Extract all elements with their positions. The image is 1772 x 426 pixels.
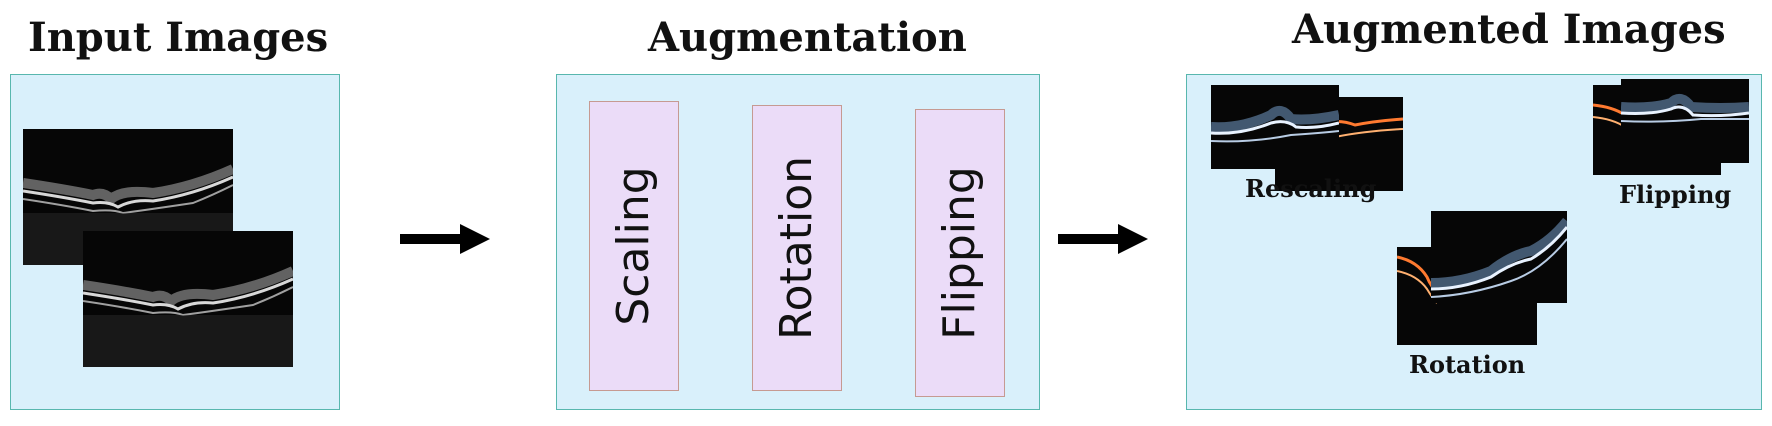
augmented-images-panel: Rescaling Flipping Rotation [1186,74,1762,410]
flipped-oct-image [1621,79,1749,163]
rescaled-oct-image [1211,85,1339,169]
rotation-label: Rotation [1409,350,1526,379]
flipping-step: Flipping [915,109,1005,397]
arrow-right-icon [1058,224,1148,254]
flipping-step-label: Flipping [934,166,985,340]
augmentation-panel: Scaling Rotation Flipping [556,74,1040,410]
scaling-step: Scaling [589,101,679,391]
rotation-step: Rotation [752,105,842,391]
scaling-step-label: Scaling [608,166,659,326]
augmented-images-title: Augmented Images [1292,6,1726,53]
input-images-title: Input Images [28,14,329,61]
flipping-label: Flipping [1619,180,1732,209]
rescaling-label: Rescaling [1245,174,1377,203]
rotation-step-label: Rotation [771,155,822,341]
input-images-panel [10,74,340,410]
rotated-oct-image [1431,211,1567,303]
oct-scan-image [83,231,293,367]
augmentation-title: Augmentation [648,14,967,61]
arrow-right-icon [400,224,490,254]
